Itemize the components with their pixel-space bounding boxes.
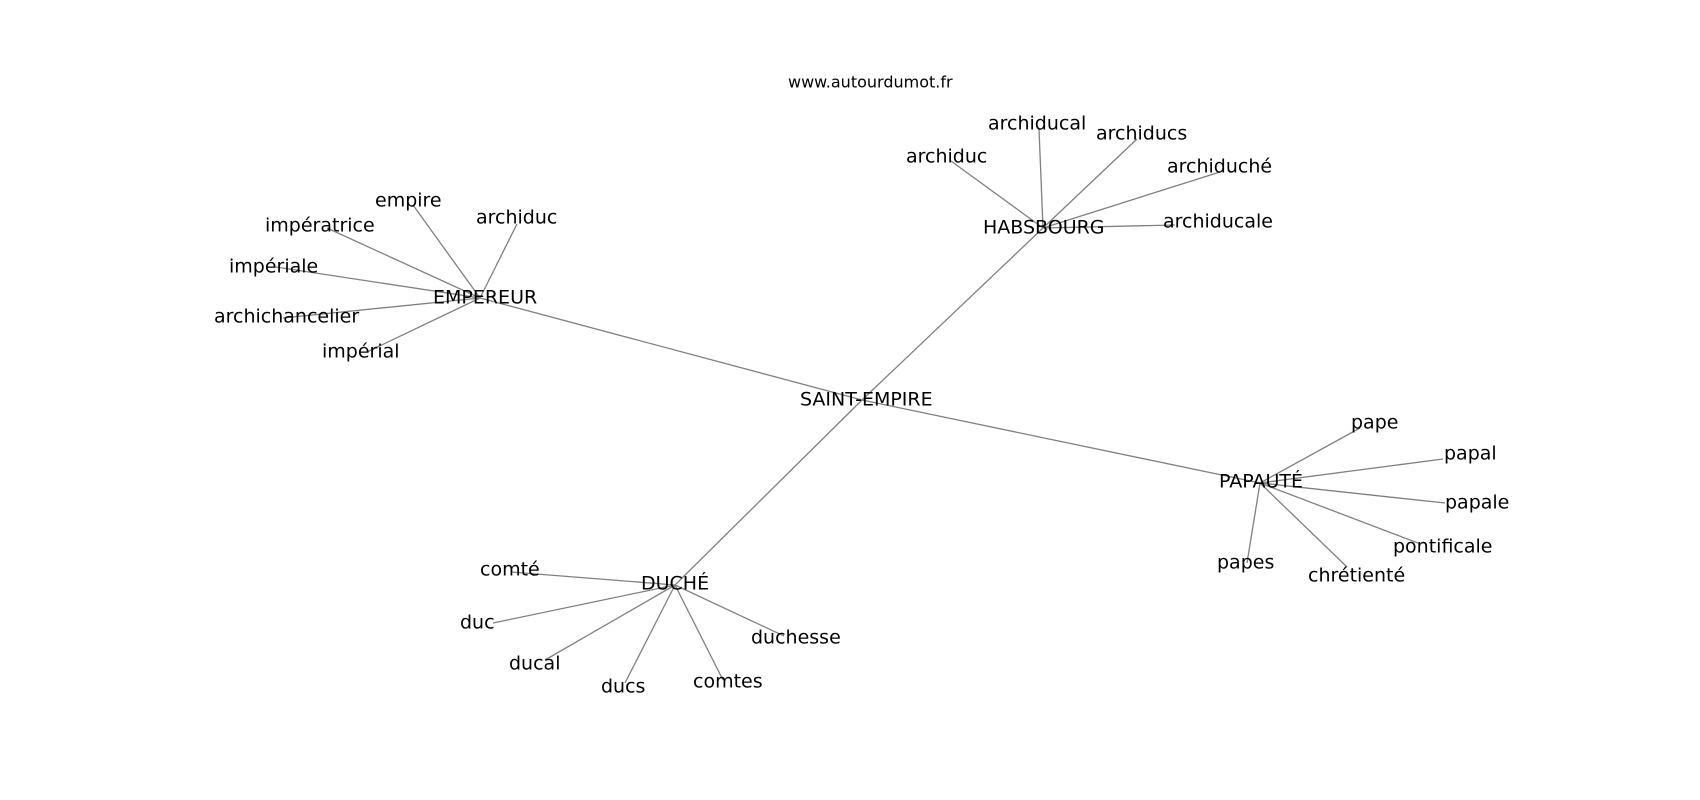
center-node-label: SAINT-EMPIRE xyxy=(800,389,933,411)
edges-layer xyxy=(275,128,1446,684)
edge-center-papaute xyxy=(861,399,1261,484)
watermark-text: www.autourdumot.fr xyxy=(788,73,953,92)
edge-papaute-papale xyxy=(1259,482,1446,504)
edge-papaute-chretiente xyxy=(1259,482,1348,568)
leaf-node-label-duchesse: duchesse xyxy=(751,627,841,649)
hub-node-label-habsbourg: HABSBOURG xyxy=(983,217,1105,239)
labels-layer: SAINT-EMPIRE EMPEREUR empire archiduc impéra… xyxy=(214,113,1509,698)
edge-duche-comtes xyxy=(674,584,724,681)
leaf-node-label-papal: papal xyxy=(1444,443,1497,465)
leaf-node-label-papes: papes xyxy=(1217,552,1274,574)
leaf-node-label-archiducal: archiducal xyxy=(988,113,1086,135)
leaf-node-label-duc: duc xyxy=(460,612,495,634)
leaf-node-label-papale: papale xyxy=(1445,492,1509,514)
leaf-node-label-imperatrice: impératrice xyxy=(265,215,375,237)
leaf-node-label-comtes: comtes xyxy=(693,671,763,693)
leaf-node-label-archiduc: archiduc xyxy=(906,146,987,168)
leaf-node-label-comte: comté xyxy=(480,559,540,581)
edge-empereur-imperatrice xyxy=(326,227,481,299)
hub-node-label-duche: DUCHÉ xyxy=(641,572,709,595)
leaf-node-label-empire: empire xyxy=(375,190,442,212)
leaf-node-label-archichancelier: archichancelier xyxy=(214,306,359,328)
leaf-node-label-ducs: ducs xyxy=(601,676,645,698)
edge-habsbourg-archiducale xyxy=(1042,224,1176,229)
leaf-node-label-imperial: impérial xyxy=(322,341,400,363)
edge-habsbourg-archiduche xyxy=(1042,171,1221,229)
edge-center-habsbourg xyxy=(861,227,1044,401)
edge-center-duche xyxy=(674,399,863,586)
leaf-node-label-pontificale: pontificale xyxy=(1393,536,1492,558)
edge-empereur-imperiale xyxy=(275,266,481,299)
leaf-node-label-chretiente: chrétienté xyxy=(1308,565,1405,587)
leaf-node-label-imperiale: impériale xyxy=(229,256,318,278)
hub-node-label-empereur: EMPEREUR xyxy=(433,287,537,309)
edge-papaute-pape xyxy=(1259,427,1361,484)
edge-papaute-papal xyxy=(1259,458,1444,484)
edge-empereur-archichancelier xyxy=(282,297,481,319)
leaf-node-label-archiducs: archiducs xyxy=(1096,123,1187,145)
edge-habsbourg-archiduc xyxy=(950,160,1044,229)
edge-duche-duc xyxy=(492,584,676,624)
edge-empereur-empire xyxy=(412,204,481,299)
leaf-node-label-ducal: ducal xyxy=(509,653,560,675)
leaf-node-label-archiduche: archiduché xyxy=(1167,156,1272,178)
edge-duche-comte xyxy=(510,571,676,586)
edge-duche-duchesse xyxy=(674,584,785,637)
edge-duche-ducs xyxy=(624,584,676,684)
edge-empereur-imperial xyxy=(366,297,481,353)
leaf-node-label-archiduc: archiduc xyxy=(476,207,557,229)
leaf-node-label-archiducale: archiducale xyxy=(1163,211,1273,233)
edge-center-empereur xyxy=(479,297,863,401)
edge-duche-ducal xyxy=(544,584,676,661)
edge-habsbourg-archiducal xyxy=(1038,128,1044,229)
leaf-node-label-pape: pape xyxy=(1351,412,1398,434)
edge-papaute-papes xyxy=(1246,482,1261,564)
edge-papaute-pontificale xyxy=(1259,482,1419,544)
edge-habsbourg-archiducs xyxy=(1042,138,1138,229)
hub-node-label-papaute: PAPAUTÉ xyxy=(1219,470,1303,493)
edge-empereur-archiduc xyxy=(479,223,518,299)
